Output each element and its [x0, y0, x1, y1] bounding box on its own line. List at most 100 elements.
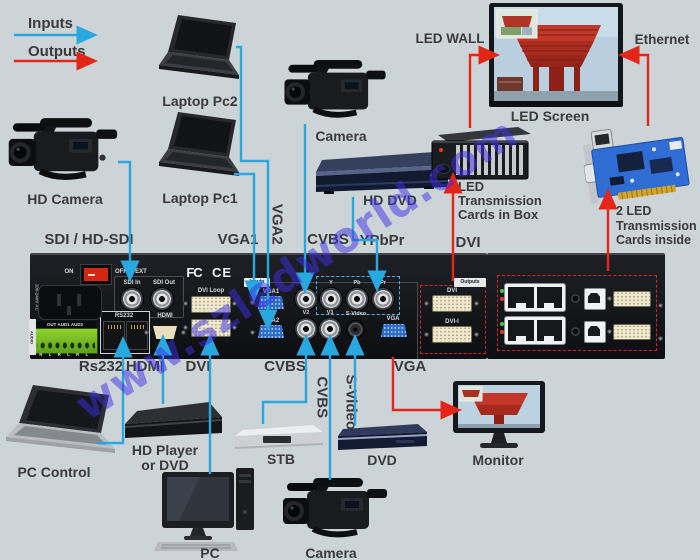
usb-port-1: [584, 288, 606, 310]
led-wall-label: LED WALL: [415, 31, 485, 46]
vga2-port-label: VGA2: [262, 318, 280, 324]
screw: [250, 330, 255, 335]
led-box-label-line2: Transmission: [458, 193, 542, 208]
led-transmission-box-image: [430, 126, 532, 187]
pc-control-image: [5, 385, 117, 468]
screw: [250, 300, 255, 305]
vga1-label: VGA1: [217, 231, 259, 248]
screw: [658, 336, 663, 341]
pr-label: Pr: [380, 280, 386, 286]
vga2-connector: [258, 325, 284, 338]
rs232-port-2: [126, 321, 148, 350]
dvi-out-label: DVI: [446, 288, 457, 294]
screw: [232, 301, 237, 306]
hd-player-label: HD Player or DVD: [125, 442, 205, 474]
laptop-pc1-label: Laptop Pc1: [162, 190, 238, 206]
dvi-in-label: DVI: [204, 308, 215, 314]
dvi-loop-connector: [191, 296, 231, 313]
s-video-port-label: S-Video: [345, 311, 367, 317]
inputs-tag: Inputs: [244, 278, 270, 287]
led-screen-image: [489, 3, 624, 115]
sending-card-cage-panel: [487, 253, 665, 359]
audio-strip-label: AUDIO: [29, 319, 36, 355]
y-label: Y: [329, 280, 333, 286]
ethernet-ports-1: [504, 283, 566, 312]
camera-top-label: Camera: [315, 128, 367, 144]
ethernet-label: Ethernet: [634, 32, 690, 47]
dvi-top-label: DVI: [455, 234, 481, 251]
hd-camera-label: HD Camera: [27, 191, 103, 207]
pb-connector: [346, 288, 368, 310]
hdmi-connector: [153, 326, 177, 339]
pb-label: Pb: [353, 280, 361, 286]
dvi-i-out-connector: [432, 326, 472, 343]
status-led-red: [500, 330, 504, 334]
led-box-label-line3: Cards in Box: [458, 207, 539, 222]
sdi-in-connector: [121, 288, 143, 310]
hd-dvd-image: [312, 152, 450, 205]
v3-connector: [319, 318, 341, 340]
vga-out-connector: [381, 324, 407, 337]
outputs-tag: Outputs: [454, 278, 486, 287]
v1-label: V1: [302, 280, 310, 286]
status-led-green: [500, 289, 504, 293]
power-switch: [80, 264, 112, 285]
dvi-loop-label: DVI Loop: [197, 288, 225, 294]
y-connector: [320, 288, 342, 310]
vga1-port-label: VGA1: [262, 289, 280, 295]
sdi-out-connector: [151, 288, 173, 310]
camera-top-image: [283, 58, 391, 133]
rs232-label: RS232: [114, 313, 134, 319]
screw: [474, 332, 479, 337]
screw: [474, 301, 479, 306]
legend-outputs-label: Outputs: [28, 43, 86, 60]
monitor-image: [450, 381, 548, 458]
card-dvi-2: [613, 324, 651, 340]
camera-bottom-label: Camera: [305, 545, 357, 560]
hdmi-bottom-label: HDMI: [125, 358, 165, 375]
pc-image: [148, 452, 258, 557]
pr-connector: [372, 288, 394, 310]
audio-header-label: OUT AUD1 AUD2: [34, 321, 96, 328]
led-box-label-line1: LED: [458, 179, 484, 194]
sending-card-label-line3: Cards inside: [616, 233, 692, 247]
laptop-pc2-label: Laptop Pc2: [162, 93, 238, 109]
legend-inputs-label: Inputs: [28, 15, 73, 32]
sdi-out-label: SDI Out: [153, 280, 175, 286]
sending-card-label-line2: Transmission: [616, 218, 697, 233]
screw: [607, 329, 612, 334]
ethernet-ports-2: [504, 316, 566, 345]
v3-label: V3: [326, 310, 334, 316]
hd-camera-image: [6, 116, 124, 196]
v2-connector: [295, 318, 317, 340]
dvi-bottom-label: DVI: [185, 358, 211, 375]
s-video-vertical-label: S-Video: [342, 374, 360, 431]
stb-image: [233, 425, 325, 460]
sending-cards-group-box: [497, 275, 657, 351]
dvi-i-out-label: DVI-I: [445, 319, 459, 325]
sending-card-label-line1: 2 LED: [616, 204, 652, 218]
led-box-label: LED Transmission Cards in Box: [458, 180, 548, 222]
processor-rear-panel: ON OFF EXT 100-240V AC SDI In SDI Out FC…: [29, 253, 487, 359]
ce-mark: CE: [211, 265, 233, 280]
dvi-out-connector: [432, 295, 472, 312]
sdi-in-label: SDI In: [123, 280, 141, 286]
power-on-label: ON: [64, 269, 74, 275]
screw: [658, 303, 663, 308]
screw: [232, 325, 237, 330]
ypbpr-label: YPbPr: [359, 232, 405, 249]
status-led-green: [500, 322, 504, 326]
vga-bottom-label: VGA: [393, 358, 427, 375]
dvd-label: DVD: [367, 452, 397, 468]
usb-port-2: [584, 321, 606, 343]
inputs-region-outline: [244, 282, 418, 359]
port-hole: [571, 294, 580, 303]
power-off-label: OFF: [115, 269, 127, 275]
sending-card-label: 2 LED Transmission Cards inside: [616, 204, 700, 248]
sdi-hdsdi-label: SDI / HD-SDI: [44, 231, 134, 248]
monitor-label: Monitor: [472, 452, 524, 468]
s-video-connector: [347, 321, 364, 338]
cvbs-top-label: CVBS: [307, 231, 349, 248]
hdmi-port-label: HDMI: [157, 313, 173, 319]
